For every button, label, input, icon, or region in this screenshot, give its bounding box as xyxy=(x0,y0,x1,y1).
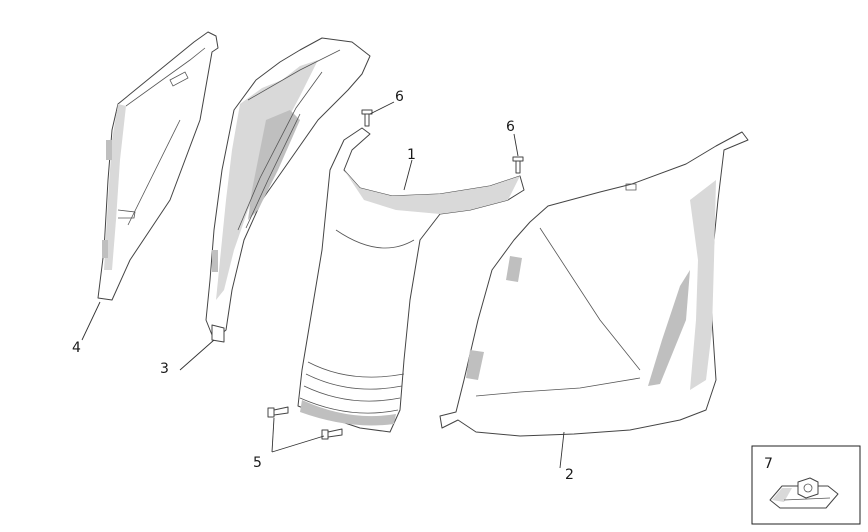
part-2-side-panel xyxy=(439,131,749,437)
callout-3: 3 xyxy=(160,361,169,377)
clip-nut-icon xyxy=(769,477,839,509)
callout-7: 7 xyxy=(764,456,773,472)
leader-lines xyxy=(81,101,565,469)
screw-5-upper xyxy=(267,406,289,418)
part-3-inner-panel xyxy=(205,37,371,343)
screw-5-lower xyxy=(321,428,343,440)
screw-6-left xyxy=(361,109,373,127)
callout-2: 2 xyxy=(565,467,574,483)
callout-4: 4 xyxy=(72,340,81,356)
inset-part-7: 7 xyxy=(751,445,861,525)
screw-6-right xyxy=(512,156,524,174)
part-1-front-shield xyxy=(297,127,525,433)
callout-6-left: 6 xyxy=(395,89,404,105)
callout-labels: 1 2 3 4 5 6 6 xyxy=(72,89,574,483)
part-4-side-bracket xyxy=(97,31,219,301)
callout-1: 1 xyxy=(407,147,416,163)
callout-5: 5 xyxy=(253,455,262,471)
callout-6-right: 6 xyxy=(506,119,515,135)
